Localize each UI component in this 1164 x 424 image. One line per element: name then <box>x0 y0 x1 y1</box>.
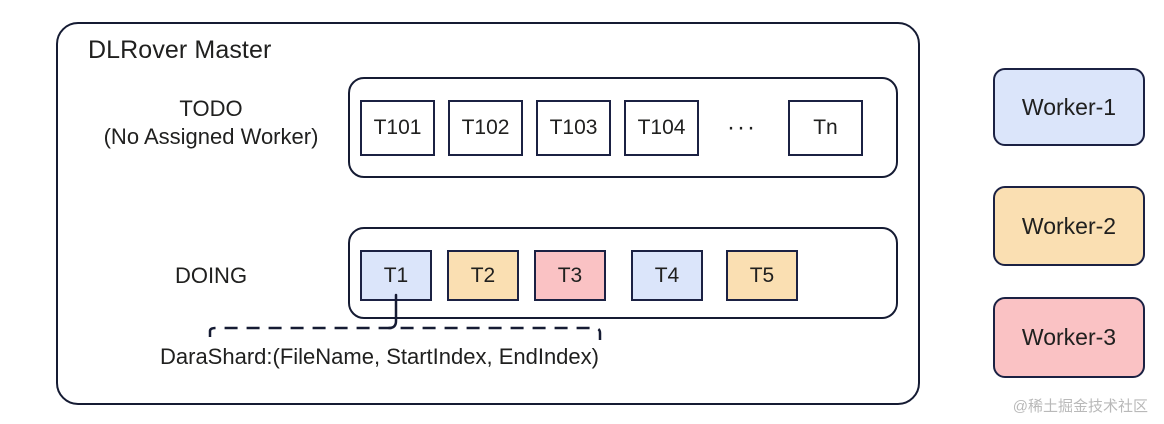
doing-task-chip-0[interactable]: T1 <box>360 250 432 301</box>
worker-box-2[interactable]: Worker-2 <box>993 186 1145 266</box>
todo-label-line1: TODO <box>179 96 243 121</box>
shard-caption: DaraShard:(FileName, StartIndex, EndInde… <box>160 344 599 369</box>
doing-task-chip-4[interactable]: T5 <box>726 250 798 301</box>
watermark-text: @稀土掘金技术社区 <box>1012 398 1148 415</box>
doing-row-label: DOING <box>174 263 248 288</box>
shard-bracket-connector <box>208 293 602 340</box>
todo-task-chip-2[interactable]: T103 <box>536 100 611 156</box>
shard-dashed-bracket <box>208 326 602 340</box>
todo-label-line2: (No Assigned Worker) <box>103 123 319 149</box>
doing-task-chip-3[interactable]: T4 <box>631 250 703 301</box>
todo-task-chip-3[interactable]: T104 <box>624 100 699 156</box>
shard-leader-line <box>387 293 398 330</box>
worker-box-1[interactable]: Worker-1 <box>993 68 1145 146</box>
doing-queue-container <box>348 227 898 319</box>
worker-box-3[interactable]: Worker-3 <box>993 297 1145 378</box>
todo-task-chip-0[interactable]: T101 <box>360 100 435 156</box>
todo-task-chip-4[interactable]: Tn <box>788 100 863 156</box>
doing-task-chip-1[interactable]: T2 <box>447 250 519 301</box>
page-title: DLRover Master <box>88 36 272 64</box>
doing-task-chip-2[interactable]: T3 <box>534 250 606 301</box>
todo-ellipsis: ··· <box>727 114 757 141</box>
todo-row-label: TODO (No Assigned Worker) <box>78 95 344 150</box>
todo-task-chip-1[interactable]: T102 <box>448 100 523 156</box>
